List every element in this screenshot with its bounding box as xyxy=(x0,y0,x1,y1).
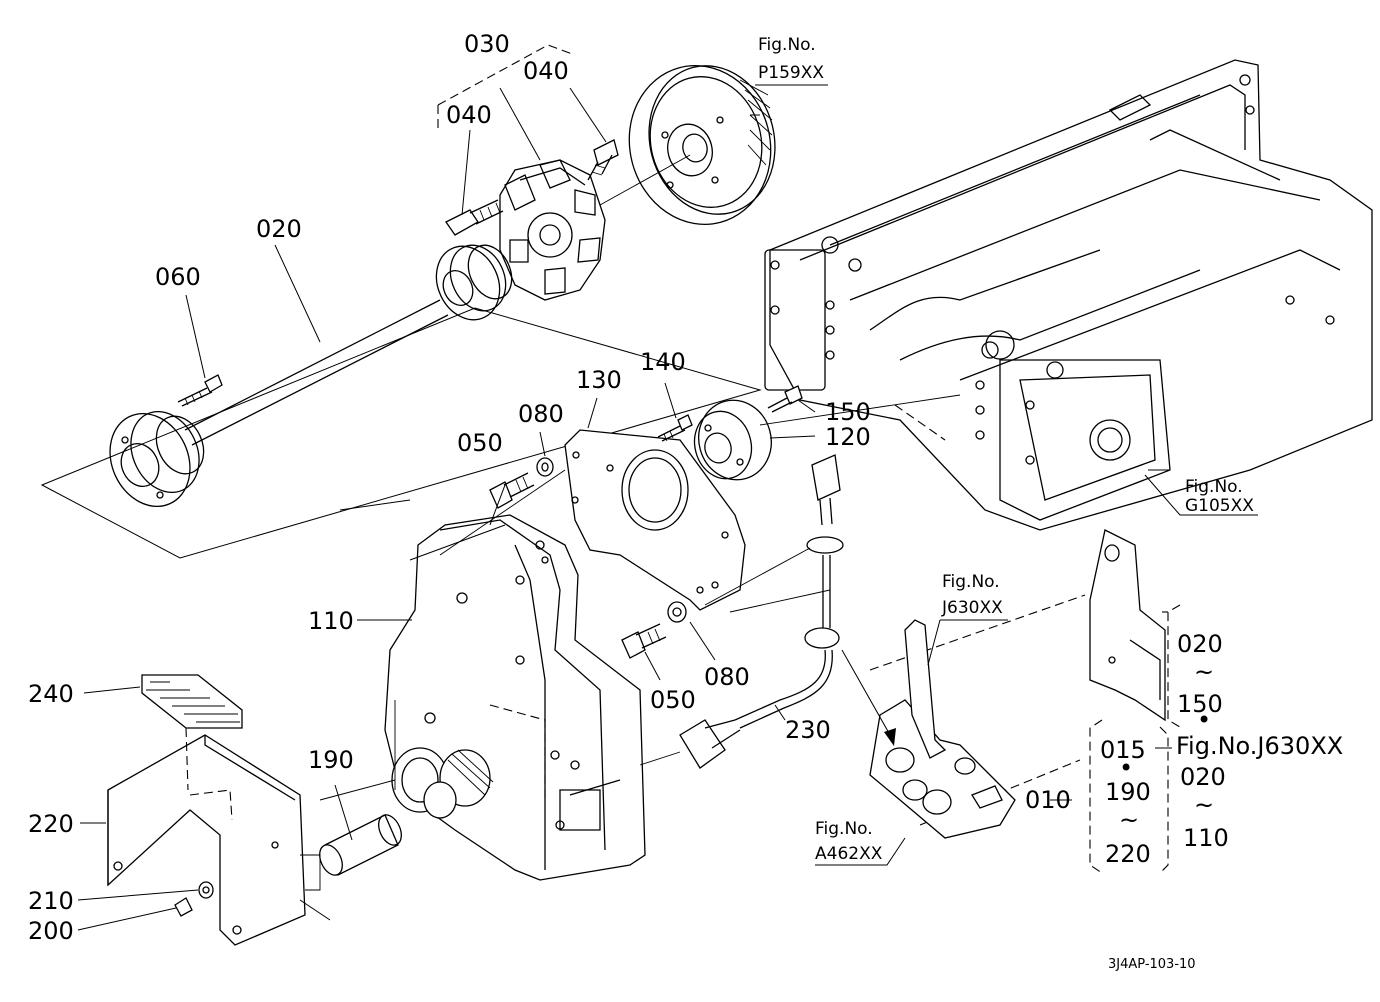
fig-ref-a462-code: A462XX xyxy=(815,844,883,864)
callout-140: 140 xyxy=(640,348,686,376)
legend-left-dot: • xyxy=(1119,754,1133,782)
stud-140 xyxy=(657,414,693,442)
callout-labels: 030 040 040 020 060 130 140 080 050 150 … xyxy=(28,30,1071,945)
drawing-code: 3J4AP-103-10 xyxy=(1108,957,1196,972)
callout-230: 230 xyxy=(785,716,831,744)
legend-left-to: 220 xyxy=(1105,840,1151,868)
legend-upper-to: 150 xyxy=(1177,690,1223,718)
callout-200: 200 xyxy=(28,917,74,945)
fig-ref-g105-prefix: Fig.No. xyxy=(1185,477,1243,497)
bolt-050-lower xyxy=(621,623,667,659)
cover-220 xyxy=(107,734,306,946)
hub-120 xyxy=(693,399,772,481)
legend-upper-tilde: ~ xyxy=(1194,658,1214,686)
legend-right-to: 110 xyxy=(1183,824,1229,852)
washer-210 xyxy=(198,881,214,899)
fig-ref-p159-prefix: Fig.No. xyxy=(758,35,816,55)
callout-050-lower: 050 xyxy=(650,686,696,714)
bolt-200 xyxy=(174,897,193,917)
figure-references: Fig.No. P159XX Fig.No. G105XX Fig.No. J6… xyxy=(758,35,1254,864)
fig-ref-p159-code: P159XX xyxy=(758,63,824,83)
coupler-190 xyxy=(319,814,402,876)
connection-lines xyxy=(300,154,961,891)
callout-060: 060 xyxy=(155,263,201,291)
sensor-230 xyxy=(679,454,844,769)
bracket-010 xyxy=(869,594,1086,839)
legend-upper-from: 020 xyxy=(1177,630,1223,658)
label-240 xyxy=(141,674,243,729)
legend-left-from: 015 xyxy=(1100,736,1146,764)
callout-130: 130 xyxy=(576,366,622,394)
callout-080-lower: 080 xyxy=(704,663,750,691)
legend-upper-ref: Fig.No.J630XX xyxy=(1176,732,1343,760)
legend-upper-dot: • xyxy=(1197,706,1211,734)
transmission-frame xyxy=(764,59,1373,531)
callout-220: 220 xyxy=(28,810,74,838)
flywheel xyxy=(628,64,776,226)
legend-right-from: 020 xyxy=(1180,763,1226,791)
adapter-plate-130 xyxy=(564,429,746,611)
fig-ref-a462-prefix: Fig.No. xyxy=(815,819,873,839)
washer-080-lower xyxy=(667,601,687,623)
callout-120: 120 xyxy=(825,423,871,451)
legend-left-tilde: ~ xyxy=(1119,806,1139,834)
fig-ref-j630-prefix: Fig.No. xyxy=(942,572,1000,592)
callout-030: 030 xyxy=(464,30,510,58)
callout-040-right: 040 xyxy=(523,57,569,85)
gearbox-110 xyxy=(384,514,646,881)
callout-080-upper: 080 xyxy=(518,400,564,428)
washer-080-upper xyxy=(536,457,554,477)
callout-050-upper: 050 xyxy=(457,429,503,457)
label-leader xyxy=(185,727,189,791)
callout-020: 020 xyxy=(256,215,302,243)
upper-bracket xyxy=(1089,529,1166,722)
fig-ref-g105-code: G105XX xyxy=(1185,496,1254,516)
bolt-050-upper xyxy=(489,472,535,509)
bolt-060 xyxy=(177,374,223,407)
callout-210: 210 xyxy=(28,887,74,915)
bolt-040-b xyxy=(587,139,619,181)
callout-240: 240 xyxy=(28,680,74,708)
fig-ref-j630-code: J630XX xyxy=(941,598,1003,618)
shaft-group-box xyxy=(40,307,762,559)
callout-190: 190 xyxy=(308,746,354,774)
callout-040-left: 040 xyxy=(446,101,492,129)
leader-lines xyxy=(77,84,1258,931)
callout-150: 150 xyxy=(825,398,871,426)
legend-right-tilde: ~ xyxy=(1194,791,1214,819)
callout-110: 110 xyxy=(308,607,354,635)
callout-010: 010 xyxy=(1025,786,1071,814)
bolt-040-a xyxy=(445,199,504,236)
bolt-150 xyxy=(767,385,803,413)
legend-left-mid: 190 xyxy=(1105,778,1151,806)
group-legend xyxy=(1089,604,1181,874)
coupling-030 xyxy=(437,44,606,301)
group-legend-text: 020 ~ 150 • Fig.No.J630XX 015 • 190 ~ 22… xyxy=(1100,630,1343,868)
assembly-arrow xyxy=(841,649,896,746)
